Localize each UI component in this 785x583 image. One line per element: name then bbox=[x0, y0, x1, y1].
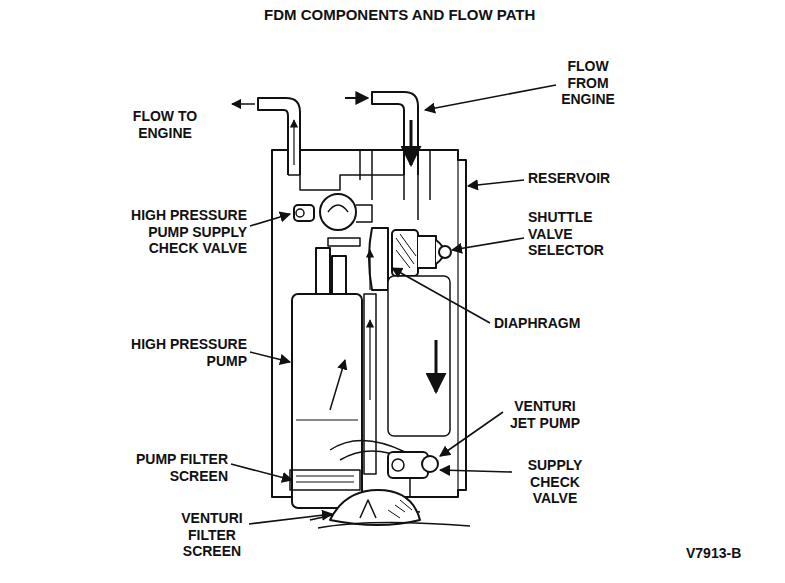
part-label: DIAPHRAGM bbox=[494, 315, 604, 332]
part-label: VENTURI FILTER SCREEN bbox=[176, 510, 248, 560]
part-label: HIGH PRESSURE PUMP SUPPLY CHECK VALVE bbox=[110, 207, 247, 257]
figure-code: V7913-B bbox=[686, 545, 776, 562]
part-label: FLOW FROM ENGINE bbox=[553, 58, 623, 108]
part-label: HIGH PRESSURE PUMP bbox=[110, 336, 247, 369]
part-label: VENTURI JET PUMP bbox=[503, 398, 587, 431]
part-label: PUMP FILTER SCREEN bbox=[110, 451, 228, 484]
part-label: FLOW TO ENGINE bbox=[115, 108, 215, 141]
part-label: RESERVOIR bbox=[528, 170, 638, 187]
part-label: SHUTTLE VALVE SELECTOR bbox=[528, 209, 614, 259]
figure-title: FDM COMPONENTS AND FLOW PATH bbox=[264, 6, 535, 24]
part-label: SUPPLY CHECK VALVE bbox=[515, 457, 595, 507]
